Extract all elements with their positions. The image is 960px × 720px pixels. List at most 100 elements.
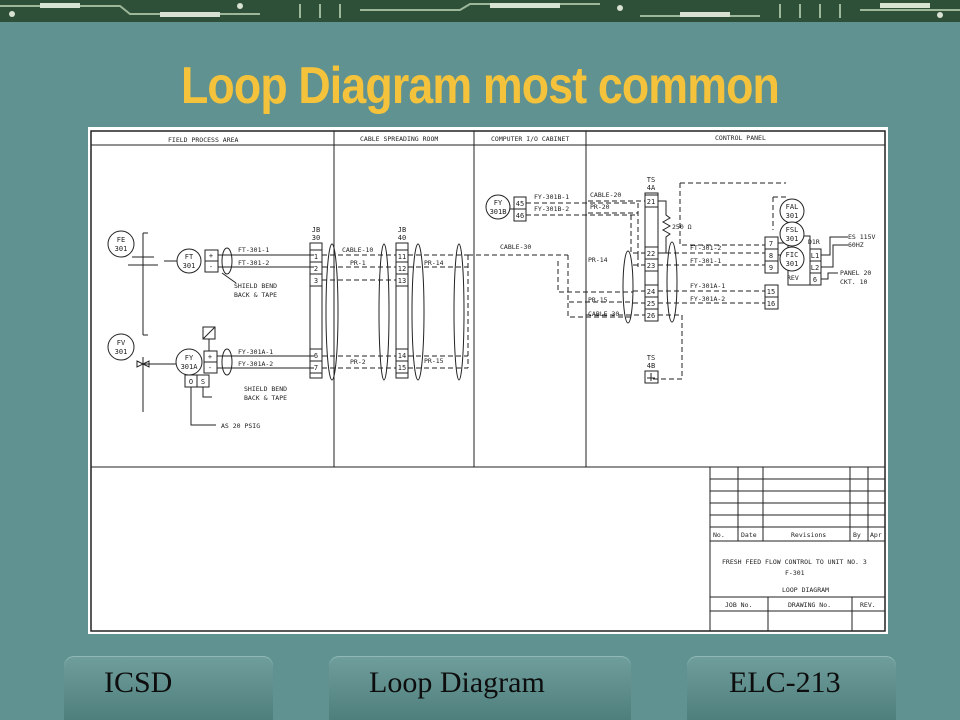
- jb30-terminal: 6: [314, 352, 318, 360]
- fe-tag: FE: [117, 236, 125, 244]
- fyb-tag: FY: [494, 199, 503, 207]
- drawing-title: FRESH FEED FLOW CONTROL TO UNIT NO. 3: [722, 558, 867, 566]
- drawing-tag: F-301: [785, 569, 805, 577]
- fy-tag: FY: [185, 354, 194, 362]
- footer-tab-topic: Loop Diagram: [329, 656, 631, 720]
- power-terminal: L1: [811, 252, 819, 260]
- ts4b-number: 4B: [647, 362, 655, 370]
- pair-label: PR-14: [588, 256, 608, 264]
- jb40-terminal: 11: [398, 253, 406, 261]
- circuit-board-banner: [0, 0, 960, 22]
- ts4a-terminal: 21: [647, 198, 655, 206]
- cable-label: CABLE-10: [342, 246, 373, 254]
- ts4a-terminal: 22: [647, 250, 655, 258]
- cable-label: CABLE-20: [590, 191, 621, 199]
- fsl-tag: FSL: [786, 226, 799, 234]
- fy-o-terminal: O: [189, 378, 193, 386]
- pair-label: PR-1: [350, 259, 366, 267]
- jb40-terminal: 13: [398, 277, 406, 285]
- panel-circuit-note: CKT. 10: [840, 278, 867, 286]
- pair-label: PR-15: [588, 296, 608, 304]
- jb40-number: 40: [398, 234, 406, 242]
- ts4a-number: 4A: [647, 184, 656, 192]
- resistor-value: 250 Ω: [672, 223, 692, 231]
- footer-code-label: ELC-213: [729, 666, 841, 699]
- section-header-control-panel: CONTROL PANEL: [715, 134, 766, 142]
- power-terminal: 6: [813, 276, 817, 284]
- fic-number: 301: [786, 260, 799, 268]
- wire-label: FT-301-2: [690, 244, 721, 252]
- drawing-type: LOOP DIAGRAM: [782, 586, 829, 594]
- jb30-terminal: 1: [314, 253, 318, 261]
- jb30-number: 30: [312, 234, 320, 242]
- jb30-terminal: 3: [314, 277, 318, 285]
- section-header-io-cabinet: COMPUTER I/O CABINET: [491, 135, 569, 143]
- fsl-bubble: [779, 221, 805, 247]
- jb30-tag: JB: [312, 226, 320, 234]
- revision-col-apr: Apr: [870, 531, 882, 539]
- ft-minus-terminal: -: [209, 263, 213, 271]
- jb40-tag: JB: [398, 226, 406, 234]
- wire-label: FY-301A-2: [690, 295, 725, 303]
- revision-col-by: By: [853, 531, 861, 539]
- ts4a-tag: TS: [647, 176, 655, 184]
- d1r-label: D1R: [808, 238, 820, 246]
- fal-number: 301: [786, 212, 799, 220]
- panel-circuit-note: PANEL 20: [840, 269, 871, 277]
- fv-number: 301: [115, 348, 128, 356]
- wire-label: FY-301B-2: [534, 205, 569, 213]
- pair-label: PR-14: [424, 259, 444, 267]
- cable-label: CABLE-30: [500, 243, 531, 251]
- loop-diagram-svg: FIELD PROCESS AREA CABLE SPREADING ROOM …: [90, 130, 886, 632]
- fy-s-terminal: S: [201, 378, 205, 386]
- fyb-terminal: 46: [516, 212, 524, 220]
- fv-bubble: [107, 333, 135, 361]
- revision-col-revisions: Revisions: [791, 531, 826, 539]
- rev-label: REV: [787, 274, 799, 282]
- panel-terminal: 16: [767, 300, 775, 308]
- panel-terminal: 9: [769, 264, 773, 272]
- ft-tag: FT: [185, 253, 194, 261]
- ts4a-terminal: 23: [647, 262, 655, 270]
- wire-label: FY-301A-2: [238, 360, 273, 368]
- revision-col-date: Date: [741, 531, 757, 539]
- wire-label: FT-301-1: [238, 246, 269, 254]
- fe-bubble: [107, 230, 135, 258]
- jb30-terminal: 7: [314, 364, 318, 372]
- fy-minus-terminal: -: [208, 364, 212, 372]
- section-header-field: FIELD PROCESS AREA: [168, 136, 239, 144]
- fy-number: 301A: [181, 363, 199, 371]
- ts4b-tag: TS: [647, 354, 655, 362]
- drawing-number-label: DRAWING No.: [788, 601, 831, 609]
- fy-plus-terminal: +: [208, 353, 212, 361]
- ft-plus-terminal: +: [209, 252, 213, 260]
- fyb-bubble: [485, 194, 511, 220]
- fv-tag: FV: [117, 339, 126, 347]
- circuit-traces-decoration: [0, 0, 960, 22]
- wire-label: FY-301A-1: [238, 348, 273, 356]
- ts4a-terminal: 24: [647, 288, 655, 296]
- jb40-terminal: 14: [398, 352, 406, 360]
- jb30-terminal: 2: [314, 265, 318, 273]
- rev-number-label: REV.: [860, 601, 876, 609]
- loop-diagram-drawing: FIELD PROCESS AREA CABLE SPREADING ROOM …: [88, 127, 888, 634]
- shield-note: SHIELD BEND: [234, 282, 277, 290]
- wire-label: FY-301B-1: [534, 193, 569, 201]
- power-supply-note: 60HZ: [848, 241, 864, 249]
- jb40-terminal: 15: [398, 364, 406, 372]
- wire-label: FY-301A-1: [690, 282, 725, 290]
- power-supply-note: ES 115V: [848, 233, 875, 241]
- cable-label: PR-20: [590, 203, 610, 211]
- panel-terminal: 7: [769, 240, 773, 248]
- footer-course-label: ICSD: [104, 666, 173, 699]
- ft-bubble: [176, 248, 202, 274]
- cable-label: CABLE 30: [588, 310, 619, 318]
- ts4a-terminal: 25: [647, 300, 655, 308]
- footer-tab-course: ICSD: [64, 656, 273, 720]
- section-header-cable-room: CABLE SPREADING ROOM: [360, 135, 438, 143]
- footer-tab-code: ELC-213: [687, 656, 896, 720]
- air-supply-note: AS 20 PSIG: [221, 422, 260, 430]
- footer-topic-label: Loop Diagram: [369, 666, 545, 699]
- fy-bubble: [175, 348, 203, 376]
- pair-label: PR-2: [350, 358, 366, 366]
